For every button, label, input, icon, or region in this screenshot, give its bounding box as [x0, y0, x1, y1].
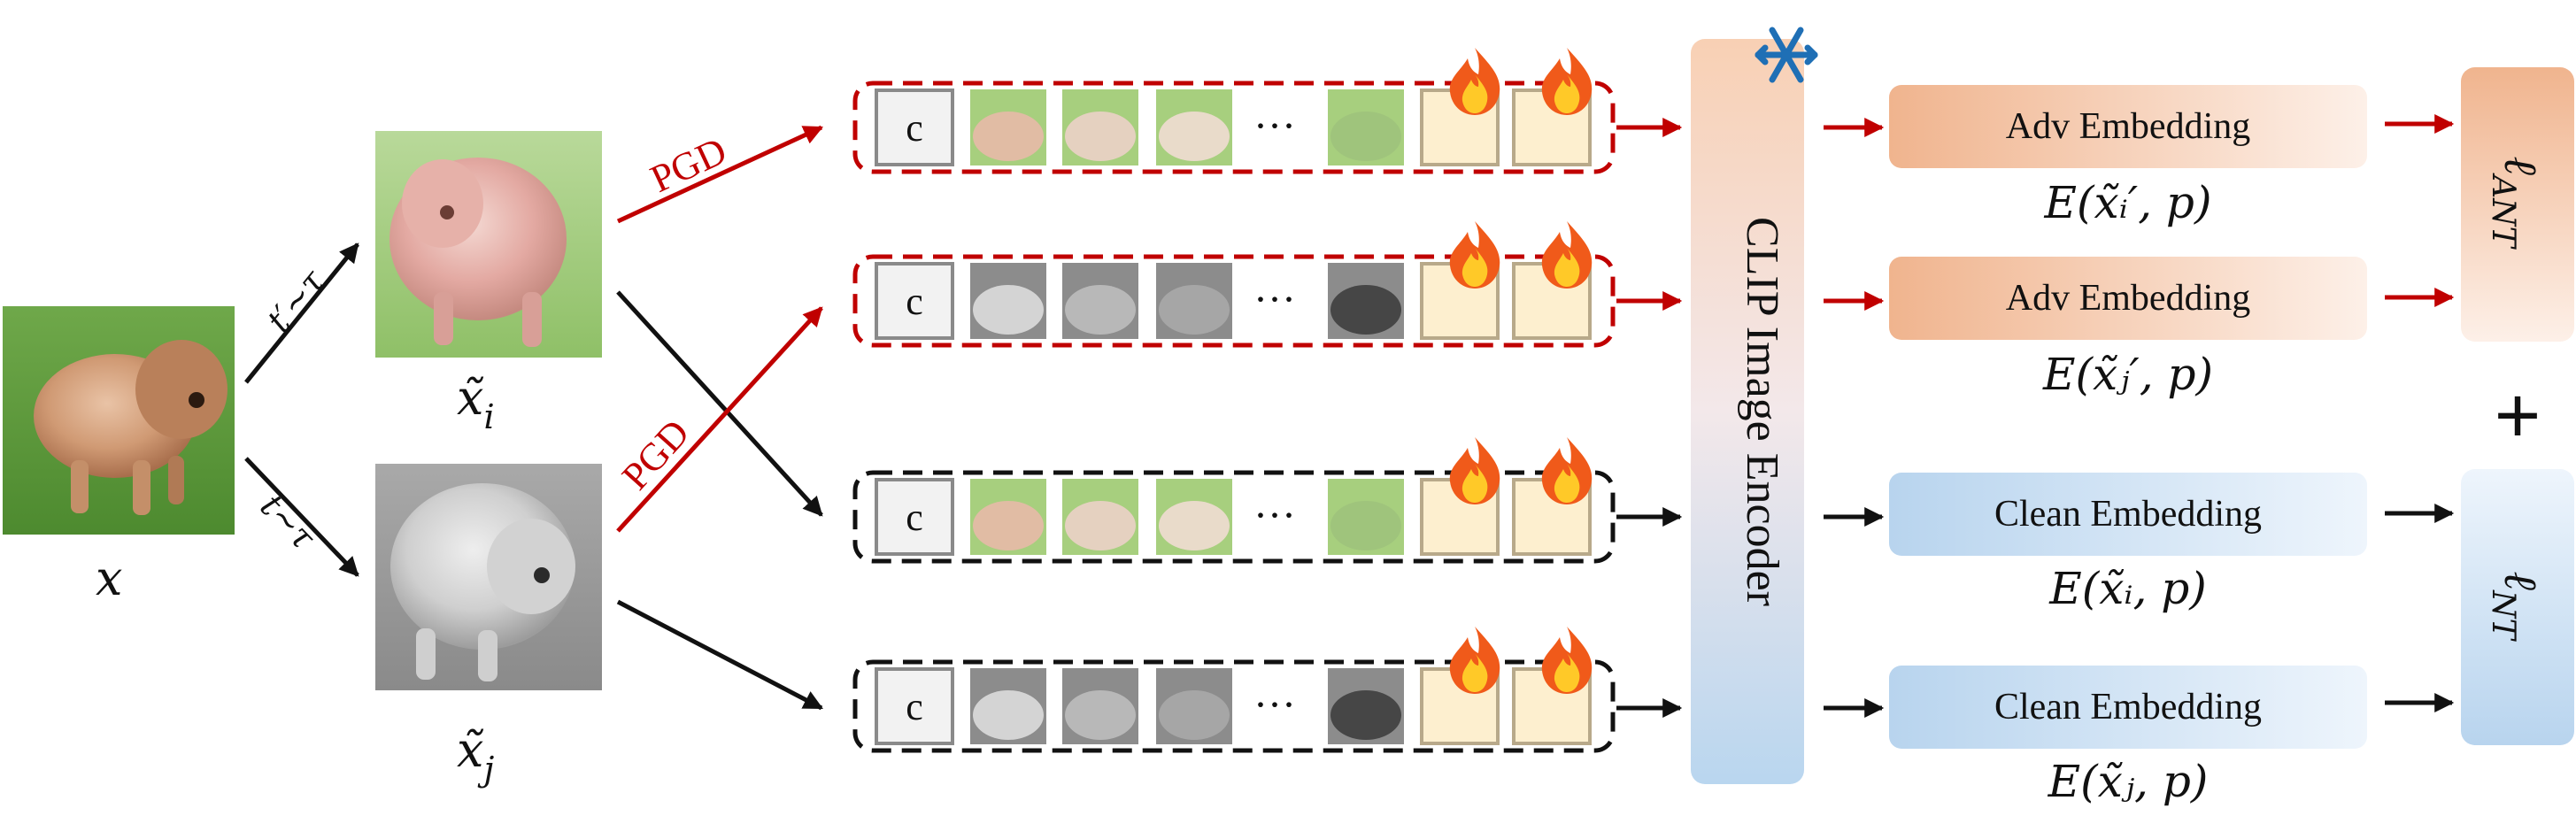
augment-label-j: t∼τ — [253, 487, 324, 558]
flame-icon — [1449, 48, 1500, 115]
clean-embedding-formula-2: E(x̃ⱼ, p) — [2048, 756, 2209, 807]
token-row-3: c ··· — [852, 437, 1616, 564]
adv-embedding-label-1: Adv Embedding — [2006, 106, 2250, 147]
clean-embedding-box-1 — [1889, 473, 2367, 556]
patch-content — [973, 112, 1044, 161]
augment-arrow-i — [244, 242, 359, 384]
cls-token-label: c — [906, 106, 923, 150]
token-rows: c ··· c ··· c ··· c ··· — [852, 48, 1616, 753]
ellipsis: ··· — [1253, 103, 1296, 150]
patch-content — [1159, 285, 1230, 335]
flame-icon — [1541, 221, 1593, 289]
loss-nt-box — [2461, 469, 2574, 745]
clean-arrow-i — [616, 290, 823, 517]
token-row-1: c ··· — [852, 48, 1616, 174]
cls-token — [875, 89, 954, 166]
view-label-j: x̃j — [457, 722, 494, 789]
loss-ant-label: ℓANT — [2485, 156, 2547, 250]
cls-token — [875, 667, 954, 745]
flame-icon — [1541, 437, 1593, 504]
flame-icon — [1449, 437, 1500, 504]
adv-embedding-label-2: Adv Embedding — [2006, 278, 2250, 319]
patch-content — [1065, 112, 1136, 161]
patch-content — [1330, 501, 1401, 550]
augment-arrow-j — [244, 457, 359, 577]
snowflake-icon — [1755, 27, 1818, 83]
cls-token — [875, 262, 954, 340]
patch-content — [1065, 285, 1136, 335]
token-row-border — [852, 470, 1616, 564]
loss-ant-box — [2461, 67, 2574, 342]
view-label-i: x̃i — [457, 370, 495, 436]
token-row-4: c ··· — [852, 627, 1616, 753]
patch-content — [1330, 112, 1401, 161]
patch-content — [1065, 501, 1136, 550]
flame-icon — [1449, 627, 1500, 694]
cls-token-label: c — [906, 280, 923, 323]
pgd-arrow-j — [616, 306, 823, 533]
adv-embedding-box-1 — [1889, 85, 2367, 168]
clean-embedding-formula-1: E(x̃ᵢ, p) — [2048, 563, 2207, 614]
clip-encoder-label: CLIP Image Encoder — [1737, 217, 1787, 606]
view-image-i — [375, 131, 602, 358]
cls-token-label: c — [906, 685, 923, 728]
clean-arrow-j — [616, 599, 823, 711]
token-row-border — [852, 659, 1616, 753]
augment-label-i: t′∼τ — [259, 262, 333, 340]
patch-content — [1330, 285, 1401, 335]
flame-icon — [1541, 48, 1593, 115]
ellipsis: ··· — [1253, 681, 1296, 728]
clip-encoder-block — [1691, 39, 1804, 784]
pgd-arrow-i — [616, 125, 823, 224]
cls-token-label: c — [906, 496, 923, 539]
view-image-j — [375, 464, 602, 690]
adv-embedding-formula-2: E(x̃ⱼ′, p) — [2042, 349, 2213, 400]
token-row-border — [852, 81, 1616, 174]
token-row-2: c ··· — [852, 221, 1616, 348]
cls-token — [875, 478, 954, 556]
patch-content — [1159, 112, 1230, 161]
patch-content — [973, 285, 1044, 335]
patch-content — [973, 690, 1044, 740]
patch-content — [1159, 690, 1230, 740]
flame-icon — [1449, 221, 1500, 289]
loss-nt-label: ℓNT — [2485, 571, 2547, 642]
input-label: x — [96, 550, 122, 606]
patch-content — [1159, 501, 1230, 550]
clean-embedding-label-1: Clean Embedding — [1994, 494, 2262, 535]
ellipsis: ··· — [1253, 492, 1296, 539]
flame-icon — [1541, 627, 1593, 694]
input-image — [3, 306, 235, 535]
token-row-border — [852, 254, 1616, 348]
patch-content — [973, 501, 1044, 550]
adv-embedding-box-2 — [1889, 257, 2367, 340]
clean-embedding-label-2: Clean Embedding — [1994, 687, 2262, 727]
ellipsis: ··· — [1253, 276, 1296, 323]
patch-content — [1065, 690, 1136, 740]
plus-sign: + — [2495, 372, 2541, 460]
clean-embedding-box-2 — [1889, 666, 2367, 749]
patch-content — [1330, 690, 1401, 740]
adv-embedding-formula-1: E(x̃ᵢ′, p) — [2044, 177, 2212, 228]
